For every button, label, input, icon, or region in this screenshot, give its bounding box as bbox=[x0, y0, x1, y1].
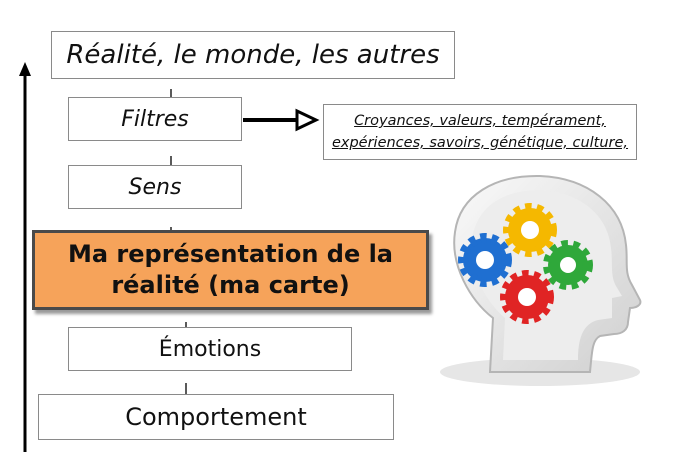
reality-box: Réalité, le monde, les autres bbox=[51, 31, 455, 79]
filter-details-line1: Croyances, valeurs, tempérament, bbox=[354, 113, 606, 129]
meaning-box: Sens bbox=[68, 165, 242, 209]
emotions-box: Émotions bbox=[68, 327, 352, 371]
representation-line1: Ma représentation de la bbox=[67, 240, 394, 268]
representation-box: Ma représentation de la réalité (ma cart… bbox=[32, 230, 429, 310]
gear-yellow-icon bbox=[503, 203, 557, 257]
filters-box: Filtres bbox=[68, 97, 242, 141]
filter-details-box: Croyances, valeurs, tempérament, expérie… bbox=[323, 104, 637, 160]
filter-details-line2: expériences, savoirs, génétique, culture… bbox=[331, 135, 629, 151]
gear-green-icon bbox=[543, 240, 593, 290]
behavior-box: Comportement bbox=[38, 394, 394, 440]
gear-red-icon bbox=[500, 270, 554, 324]
gear-blue-icon bbox=[458, 233, 512, 287]
representation-line2: réalité (ma carte) bbox=[111, 271, 350, 299]
filters-detail-arrow bbox=[243, 108, 320, 132]
